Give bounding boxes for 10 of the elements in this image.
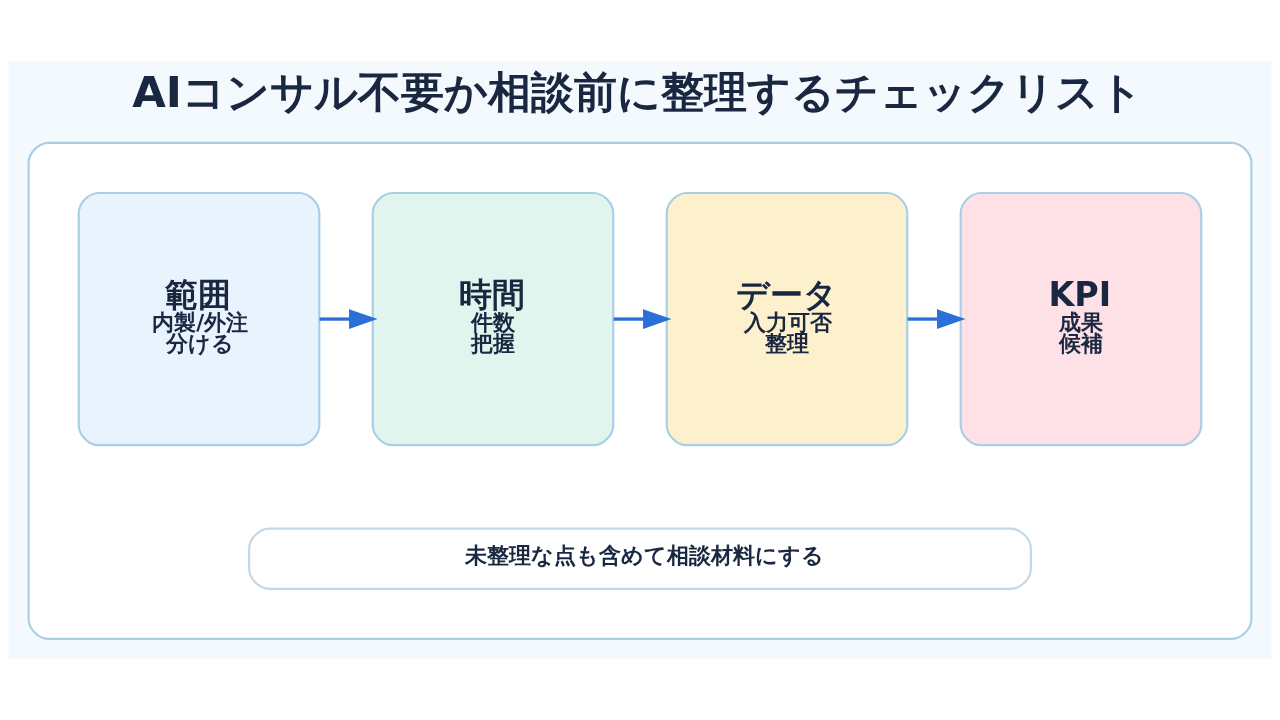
diagram-title: AIコンサル不要か相談前に整理するチェックリスト [132,67,1143,118]
arrow [613,309,672,330]
node-box: 範囲 内製/外注 分ける [77,191,321,447]
node-box: KPI 成果 候補 [959,191,1203,447]
node-box: データ 入力可否 整理 [665,191,909,447]
arrow [907,309,966,330]
cluster [27,141,1253,641]
node-box: 未整理な点も含めて相談材料にする [248,527,1032,590]
arrow [319,309,378,330]
node-box: 時間 件数 把握 [371,191,615,447]
